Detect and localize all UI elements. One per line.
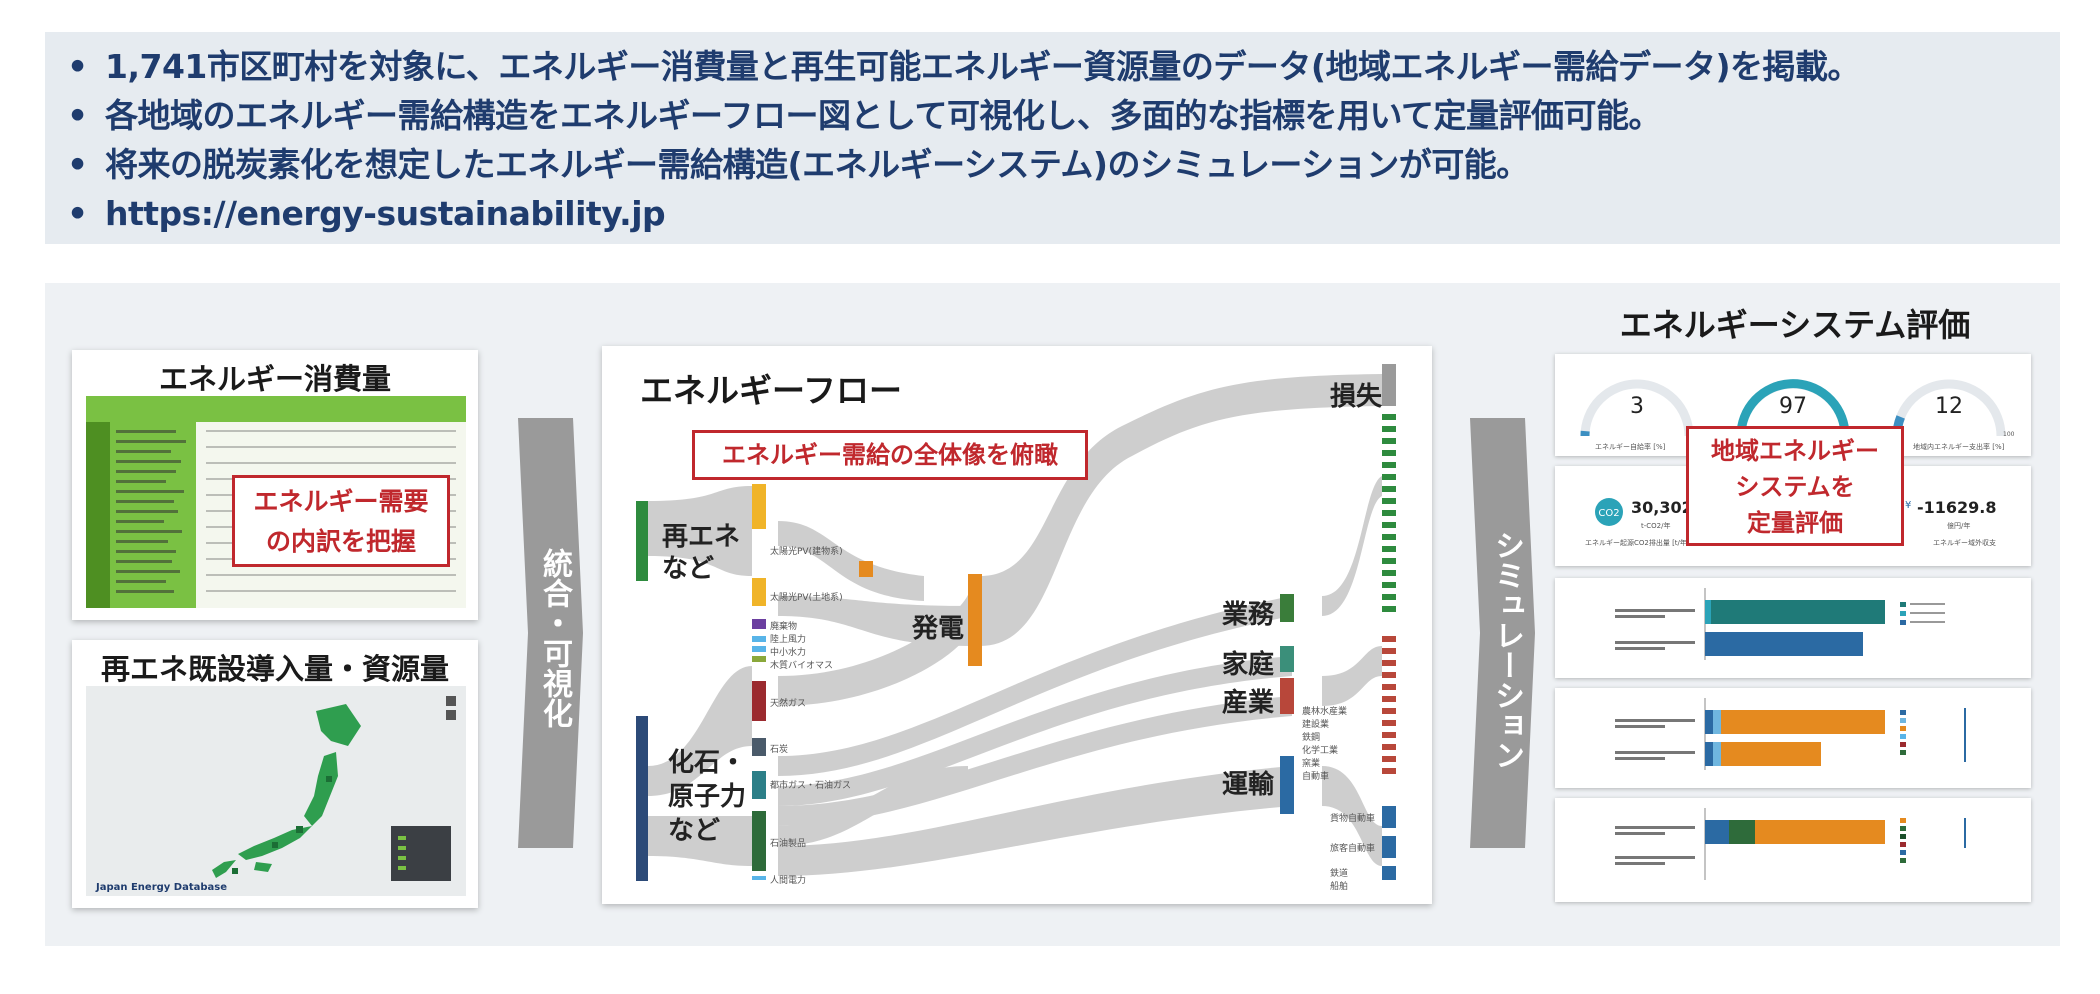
flow-sector-household: 家庭 [1222, 650, 1275, 680]
consumption-card: エネルギー消費量 エネルギー需要 の内訳を把握 [72, 350, 478, 620]
resource-title: 再エネ既設導入量・資源量 [100, 652, 449, 686]
resource-card: 再エネ既設導入量・資源量 Japan Energy Database [72, 640, 478, 908]
flow-source-fossil: 化石・ 原子力 など [668, 748, 747, 846]
gauge-caption: エネルギー自給率 [%] [1595, 443, 1666, 451]
eval-title: エネルギーシステム評価 [1619, 306, 1971, 344]
bar-card-1 [1555, 578, 2031, 678]
kpi-balance-unit: 億円/年 [1947, 522, 1971, 530]
flow-label-source: 人間電力 [770, 876, 807, 886]
kpi-co2-value: 30,302 [1631, 498, 1693, 517]
arrow-simulate-label: シミュレーション [1489, 530, 1524, 770]
kpi-balance-caption: エネルギー域外収支 [1933, 539, 1996, 547]
kpi-balance-value: -11629.8 [1917, 498, 1997, 517]
eval-callout-line2: システムを [1735, 473, 1855, 501]
eval-callout-line3: 定量評価 [1747, 509, 1843, 537]
consumption-callout: エネルギー需要 の内訳を把握 [232, 475, 450, 567]
flow-label-source: 木質バイオマス [770, 661, 834, 671]
flow-label-source: 石炭 [770, 745, 789, 755]
flow-label-source: 中小水力 [770, 648, 807, 658]
flow-label-demand: 鉄道 [1330, 869, 1349, 879]
flow-node-loss: 損失 [1330, 382, 1383, 412]
gauge-svg [1580, 379, 2006, 437]
flow-node-power: 発電 [912, 614, 965, 644]
flow-card: エネルギーフロー [602, 346, 1432, 904]
flow-label-demand: 農林水産業 [1302, 707, 1348, 717]
flow-label-source: 石油製品 [770, 839, 807, 849]
flow-sector-commercial: 業務 [1222, 600, 1275, 630]
eval-callout-line1: 地域エネルギー [1711, 437, 1879, 465]
gauge-caption: 地域内エネルギー支出率 [%] [1913, 443, 2005, 451]
summary-bullets: 1,741市区町村を対象に、エネルギー消費量と再生可能エネルギー資源量のデータ(… [45, 32, 2060, 244]
bar-card-2 [1555, 688, 2031, 788]
gauge-value: 97 [1779, 394, 1807, 419]
consumption-title: エネルギー消費量 [158, 362, 391, 396]
bar-chart-1 [1615, 588, 1945, 660]
arrow-integrate [518, 418, 583, 848]
kpi-co2-caption: エネルギー起源CO2排出量 [t/年] [1585, 539, 1690, 547]
flow-label-demand: 船舶 [1330, 882, 1349, 892]
japan-map[interactable] [86, 686, 466, 896]
sankey-diagram [636, 364, 1396, 881]
consumption-callout-line1: エネルギー需要 [253, 487, 429, 516]
bar-card-3 [1555, 798, 2031, 902]
kpi-co2-unit: t-CO2/年 [1641, 522, 1671, 530]
gauge-card: 3 97 12 100 100 100 エネルギー自給率 [%] 地域内エネルギ… [1555, 354, 2031, 456]
map-logo: Japan Energy Database [96, 882, 228, 893]
flow-label-demand: 鉄鋼 [1302, 733, 1321, 743]
flow-callout: エネルギー需給の全体像を俯瞰 [692, 430, 1088, 480]
svg-text:CO2: CO2 [1598, 508, 1619, 519]
bullet-link[interactable]: https://energy-sustainability.jp [67, 189, 2060, 238]
flow-label-source: 太陽光PV(土地系) [770, 593, 843, 603]
gauge-value: 12 [1935, 394, 1963, 419]
flow-label-demand: 旅客自動車 [1330, 844, 1376, 854]
flow-label-demand: 貨物自動車 [1330, 814, 1376, 824]
consumption-callout-line2: の内訳を把握 [265, 527, 416, 556]
co2-icon: CO2 [1595, 498, 1623, 526]
arrow-simulate [1470, 418, 1535, 848]
flow-label-source: 太陽光PV(建物系) [770, 547, 843, 557]
flow-label-demand: 窯業 [1302, 759, 1321, 769]
flow-label-demand: 化学工業 [1302, 746, 1339, 756]
flow-sector-transport: 運輸 [1222, 770, 1275, 800]
flow-label-source: 天然ガス [770, 699, 807, 709]
flow-source-renewables: 再エネ など [662, 522, 741, 584]
bullet-item: 1,741市区町村を対象に、エネルギー消費量と再生可能エネルギー資源量のデータ(… [67, 42, 2060, 91]
bullet-item: 将来の脱炭素化を想定したエネルギー需給構造(エネルギーシステム)のシミュレーショ… [67, 140, 2060, 189]
eval-callout: 地域エネルギー システムを 定量評価 [1686, 426, 1904, 546]
gauge-value: 3 [1630, 394, 1644, 419]
gauge-arc [1736, 379, 1850, 437]
bar-chart-2 [1615, 698, 1966, 770]
bullet-item: 各地域のエネルギー需給構造をエネルギーフロー図として可視化し、多面的な指標を用い… [67, 91, 2060, 140]
flow-title: エネルギーフロー [640, 371, 903, 410]
arrow-integrate-label: 統合・可視化 [537, 548, 572, 728]
flow-label-demand: 建設業 [1302, 720, 1330, 730]
bar-chart-3 [1615, 808, 1966, 880]
flow-label-demand: 自動車 [1302, 772, 1330, 782]
flow-label-source: 廃棄物 [770, 622, 798, 632]
flow-label-source: 都市ガス・石油ガス [770, 781, 852, 791]
yen-icon: ¥ [1905, 500, 1912, 511]
flow-sector-industry: 産業 [1222, 688, 1275, 718]
flow-label-source: 陸上風力 [770, 635, 807, 645]
gauge-max: 100 [2003, 431, 2015, 438]
